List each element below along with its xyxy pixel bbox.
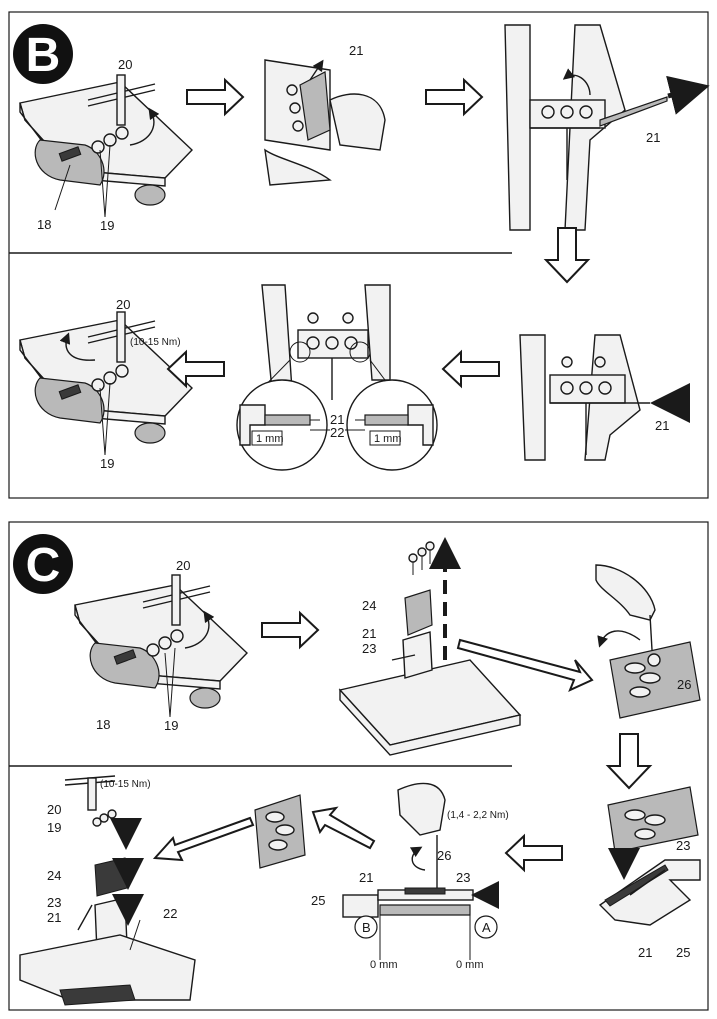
point-a-label: A: [482, 920, 491, 935]
gap-check-illustration: [236, 284, 438, 471]
callout-19: 19: [100, 218, 114, 233]
planer-loosen-illustration: [19, 74, 193, 218]
blade-flush-illustration: [342, 782, 499, 960]
arrow-left-icon: [504, 833, 563, 873]
callout-21: 21: [47, 910, 61, 925]
badge-c-letter: C: [26, 539, 61, 592]
gap-measure-left: 1 mm: [256, 433, 284, 445]
callout-25: 25: [311, 893, 325, 908]
panel-c: C 20 18 19: [8, 521, 709, 1011]
gauge-position-illustration: [519, 334, 690, 461]
gap-measure-right: 1 mm: [374, 433, 402, 445]
callout-19: 19: [164, 718, 178, 733]
arrow-left-icon: [441, 349, 500, 389]
planer-tighten-illustration: [19, 311, 193, 456]
callout-20: 20: [176, 558, 190, 573]
arrow-left-icon: [166, 349, 225, 389]
callout-21: 21: [330, 412, 344, 427]
callout-19: 19: [47, 820, 61, 835]
torque-spec: (1,4 - 2,2 Nm): [447, 810, 509, 821]
arrow-right-icon: [425, 77, 484, 117]
arrow-right-icon: [186, 77, 245, 117]
callout-24: 24: [362, 598, 376, 613]
blade-plate-illustration: [254, 794, 306, 869]
callout-21: 21: [655, 418, 669, 433]
callout-20: 20: [118, 57, 132, 72]
callout-21: 21: [362, 626, 376, 641]
callout-21: 21: [638, 945, 652, 960]
gap-measure-b: 0 mm: [370, 959, 398, 971]
callout-24: 24: [47, 868, 61, 883]
point-b-marker: [354, 915, 378, 939]
callout-23: 23: [362, 641, 376, 656]
gap-measure-a: 0 mm: [456, 959, 484, 971]
callout-22: 22: [330, 425, 344, 440]
callout-21: 21: [359, 870, 373, 885]
reassembly-illustration: [19, 775, 196, 1006]
callout-21: 21: [349, 43, 363, 58]
insert-gauge-illustration: [504, 24, 710, 231]
callout-23: 23: [47, 895, 61, 910]
badge-c: C: [13, 534, 73, 594]
blade-removal-illustration: [338, 537, 594, 756]
callout-25: 25: [676, 945, 690, 960]
remove-gauge-illustration: [264, 59, 386, 186]
callout-26: 26: [437, 848, 451, 863]
arrow-down-icon: [605, 733, 653, 790]
callout-20: 20: [47, 802, 61, 817]
callout-19: 19: [100, 456, 114, 471]
callout-23: 23: [676, 838, 690, 853]
arrow-down-icon: [543, 227, 591, 284]
callout-26: 26: [677, 677, 691, 692]
callout-18: 18: [96, 717, 110, 732]
point-b-label: B: [362, 920, 371, 935]
callout-20: 20: [116, 297, 130, 312]
callout-22: 22: [163, 906, 177, 921]
callout-18: 18: [37, 217, 51, 232]
point-a-marker: [474, 915, 498, 939]
panel-b: B 20 18 19: [8, 11, 710, 499]
arrow-left-icon: [152, 816, 255, 862]
torque-spec: (10-15 Nm): [100, 779, 151, 790]
callout-23: 23: [456, 870, 470, 885]
blade-plate-unscrew-illustration: [595, 564, 701, 719]
callout-21: 21: [646, 130, 660, 145]
torque-spec: (10-15 Nm): [130, 337, 181, 348]
planer-loosen-illustration: [74, 574, 248, 718]
badge-b: B: [13, 24, 73, 84]
badge-b-letter: B: [26, 29, 61, 82]
arrow-right-icon: [261, 610, 320, 650]
blade-set-illustration: [598, 786, 701, 926]
arrow-left-icon: [311, 806, 376, 850]
